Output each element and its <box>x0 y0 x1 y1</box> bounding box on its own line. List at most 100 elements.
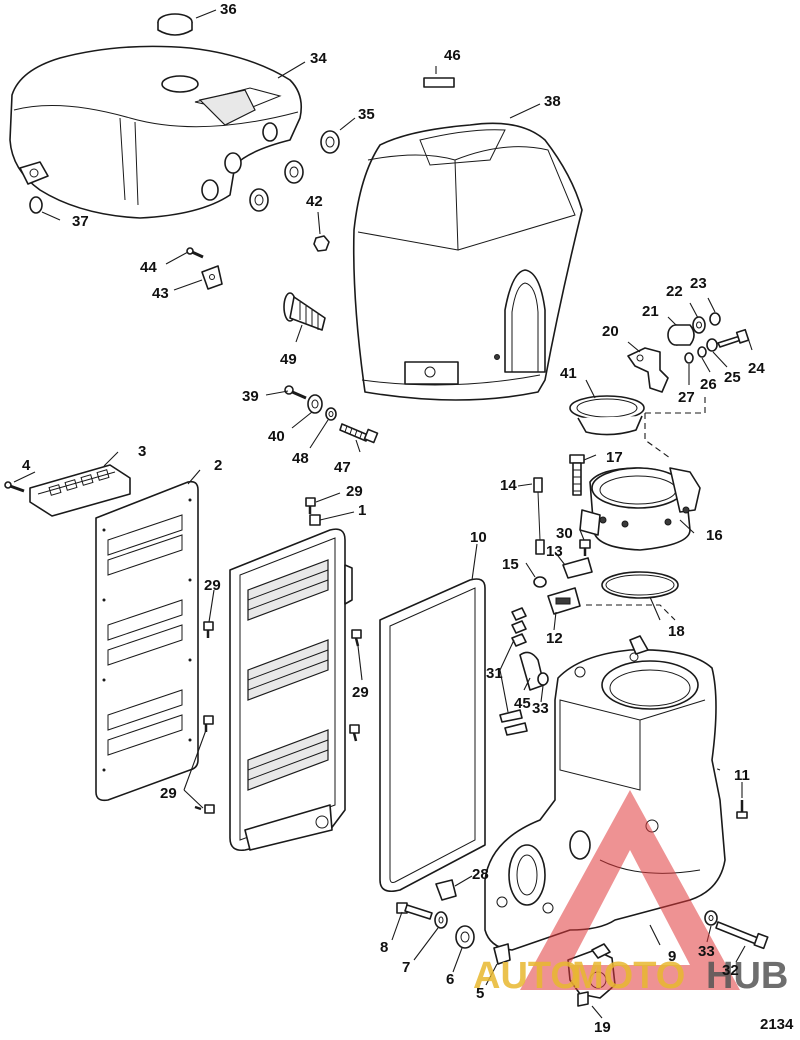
watermark-word-b: MOTO <box>572 955 685 997</box>
callout-3: 3 <box>138 443 146 460</box>
part-33-washer-b <box>704 910 718 926</box>
callout-24: 24 <box>748 360 765 377</box>
part-3-reed-block <box>29 464 131 517</box>
callout-26: 26 <box>700 376 717 393</box>
alignment-line-17 <box>644 395 706 459</box>
part-26-washer <box>697 346 707 358</box>
callout-6: 6 <box>446 971 454 988</box>
callout-5: 5 <box>476 985 484 1002</box>
part-31b-clips <box>499 709 528 736</box>
part-7-washer <box>434 911 448 929</box>
callout-13: 13 <box>546 543 563 560</box>
alignment-line-18 <box>586 604 676 621</box>
part-49-spacer-bolt <box>283 292 326 331</box>
part-25-grommet <box>706 338 718 352</box>
part-12-connector <box>547 587 581 615</box>
part-47-bolt <box>339 423 379 444</box>
part-35-grommet <box>320 130 340 154</box>
callout-31: 31 <box>486 665 503 682</box>
callout-46: 46 <box>444 47 461 64</box>
part-14-sensor <box>533 477 545 555</box>
callout-23: 23 <box>690 275 707 292</box>
callout-15: 15 <box>502 556 519 573</box>
callout-33-upper: 33 <box>532 700 549 717</box>
part-23-nut <box>709 312 721 326</box>
callout-18: 18 <box>668 623 685 640</box>
part-18-gasket <box>601 571 679 599</box>
callout-8: 8 <box>380 939 388 956</box>
part-21-bushing <box>667 324 695 346</box>
callout-20: 20 <box>602 323 619 340</box>
part-29-screw-e <box>203 715 214 732</box>
part-29-screw-b <box>203 621 214 638</box>
callout-labels: 36 34 46 38 35 37 42 44 43 22 23 21 20 2… <box>22 1 765 1036</box>
callout-29-left-top: 29 <box>204 577 221 594</box>
leader-lines <box>13 9 753 1019</box>
callout-45: 45 <box>514 695 531 712</box>
part-5-plug <box>493 943 511 965</box>
callout-41: 41 <box>560 365 577 382</box>
callout-29-mid: 29 <box>352 684 369 701</box>
part-2-gasket <box>95 480 199 802</box>
callout-29-top: 29 <box>346 483 363 500</box>
callout-33-lower: 33 <box>698 943 715 960</box>
callout-17: 17 <box>606 449 623 466</box>
part-40-grommet <box>307 394 323 414</box>
part-29-screw-a <box>305 497 316 514</box>
part-35b-grommet <box>284 160 304 184</box>
callout-37: 37 <box>72 213 89 230</box>
part-15-o-ring <box>533 576 547 588</box>
part-34-silencer-cover <box>9 45 303 219</box>
callout-7: 7 <box>402 959 410 976</box>
watermark-triangle <box>520 790 740 990</box>
part-36-plug-cap <box>157 13 193 36</box>
callout-19: 19 <box>594 1019 611 1036</box>
watermark-word-c: HUB <box>706 955 788 997</box>
part-29-screw-f <box>194 804 215 814</box>
part-30-screw <box>579 539 591 556</box>
part-1-reed-housing <box>229 514 353 852</box>
part-17-bolt <box>569 454 585 496</box>
part-44-screw <box>186 247 204 259</box>
callout-40: 40 <box>268 428 285 445</box>
callout-22: 22 <box>666 283 683 300</box>
callout-32: 32 <box>722 962 739 979</box>
part-29-screw-d <box>349 724 360 742</box>
callout-42: 42 <box>306 193 323 210</box>
callout-4: 4 <box>22 457 31 474</box>
callout-36: 36 <box>220 1 237 18</box>
callout-10: 10 <box>470 529 487 546</box>
part-22-washer <box>692 316 706 334</box>
callout-27: 27 <box>678 389 695 406</box>
part-29-screw-c <box>351 629 362 647</box>
part-20-bracket <box>627 347 669 393</box>
callout-2: 2 <box>214 457 222 474</box>
callout-49: 49 <box>280 351 297 368</box>
callout-11: 11 <box>734 767 750 784</box>
callout-48: 48 <box>292 450 309 467</box>
watermark-word-a: AUTO <box>473 955 580 997</box>
callout-21: 21 <box>642 303 659 320</box>
callout-29-bottom: 29 <box>160 785 177 802</box>
watermark-logo: AUTO MOTO HUB <box>473 790 788 997</box>
part-28-clamp <box>435 879 457 901</box>
part-4-screw <box>4 481 25 493</box>
callout-30: 30 <box>556 525 573 542</box>
part-38-flywheel-cover <box>352 122 583 401</box>
part-27-washer <box>684 352 694 364</box>
callout-44: 44 <box>140 259 157 276</box>
part-10-gasket <box>379 578 486 893</box>
callout-12: 12 <box>546 630 563 647</box>
callout-39: 39 <box>242 388 259 405</box>
part-41-seal <box>569 395 645 436</box>
part-37-plug <box>29 196 43 214</box>
part-31-clips <box>511 607 527 647</box>
callout-35: 35 <box>358 106 375 123</box>
callout-34: 34 <box>310 50 327 67</box>
diagram-id: 2134 <box>760 1016 794 1033</box>
callout-25: 25 <box>724 369 741 386</box>
part-8-bolt <box>396 902 433 920</box>
callout-28: 28 <box>472 866 489 883</box>
callout-14: 14 <box>500 477 517 494</box>
